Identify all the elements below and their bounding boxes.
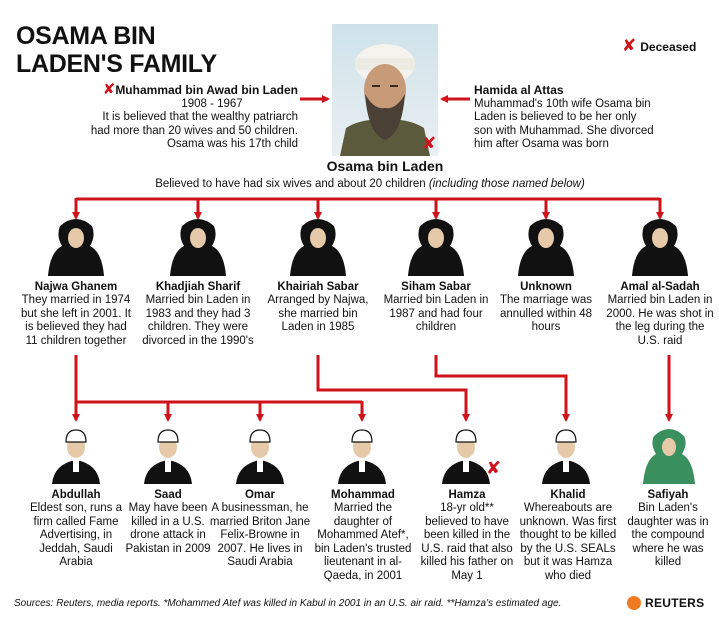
siham-khalid-line [434,355,570,422]
osama-portrait: ✘ [332,24,438,156]
mother-note: Muhammad's 10th wife Osama bin Laden is … [474,97,654,151]
hamza-deceased-icon: ✘ [486,458,502,479]
osama-subtitle: Believed to have had six wives and about… [155,178,585,190]
boy-icon [542,429,590,484]
father-name: Muhammad bin Awad bin Laden [115,83,298,97]
hijab-woman-icon [518,219,574,276]
sources-footer: Sources: Reuters, media reports. *Mohamm… [14,598,562,609]
reuters-brand: REUTERS [645,596,705,610]
hijab-woman-icon [48,219,104,276]
father-info: ✘Muhammad bin Awad bin Laden 1908 - 1967… [86,82,298,152]
reuters-dot-icon [627,596,641,610]
boy-icon [236,429,284,484]
khairiah-hamza-line [316,355,470,422]
mother-info: Hamida al Attas Muhammad's 10th wife Osa… [474,83,654,152]
father-deceased-icon: ✘ [102,80,116,98]
hijab-girl-icon [643,429,695,484]
mother-name: Hamida al Attas [474,83,564,97]
osama-deceased-icon: ✘ [422,134,437,154]
legend: ✘ Deceased [622,38,696,55]
boy-icon [338,429,386,484]
father-years: 1908 - 1967 [181,97,243,110]
father-note: It is believed that the wealthy patriarc… [90,111,298,150]
page-title: OSAMA BIN LADEN'S FAMILY [16,22,217,78]
osama-portrait-image [340,44,430,156]
hijab-woman-icon [290,219,346,276]
boy-icon [442,429,490,484]
hijab-woman-icon [170,219,226,276]
boy-icon [144,429,192,484]
hijab-woman-icon [408,219,464,276]
osama-name: Osama bin Laden [326,158,444,174]
boy-icon [52,429,100,484]
hijab-woman-icon [632,219,688,276]
reuters-logo: REUTERS [627,596,704,610]
legend-label: Deceased [640,39,697,54]
deceased-x-icon: ✘ [622,36,637,56]
